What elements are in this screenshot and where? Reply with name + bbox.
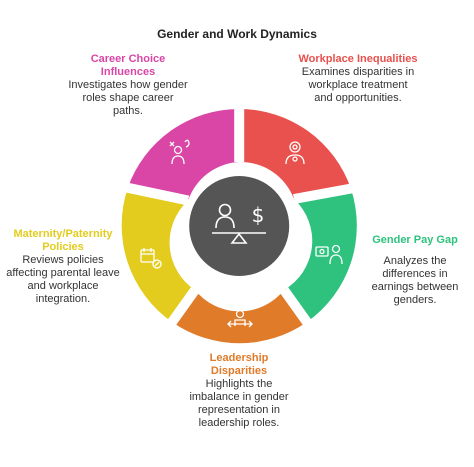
workplace-inequalities-title: Workplace Inequalities [298,53,418,65]
diagram-title: Gender and Work Dynamics [157,27,317,41]
label-gender-pay-gap: Gender Pay Gap Analyzes the differences … [361,234,469,307]
label-maternity-paternity: Maternity/Paternity Policies Reviews pol… [4,228,122,306]
person-arrows-icon [227,309,253,328]
segment-workplace-inequalities [239,108,351,199]
leadership-disparities-description: Highlights the imbalance in gender repre… [189,378,289,429]
segment-career-choice [127,108,240,201]
maternity-paternity-description: Reviews policies affecting parental leav… [6,254,120,305]
gender-pay-gap-description: Analyzes the differences in earnings bet… [371,255,459,306]
gender-pay-gap-title: Gender Pay Gap [372,234,458,246]
segment-leadership-disparities [172,290,307,344]
label-career-choice: Career Choice Influences Investigates ho… [68,53,188,118]
segment-separators [122,105,355,328]
career-choice-title: Career Choice Influences [90,53,166,78]
workplace-inequalities-description: Examines disparities in workplace treatm… [301,66,415,104]
maternity-paternity-title: Maternity/Paternity Policies [13,228,113,253]
label-leadership-disparities: Leadership Disparities Highlights the im… [183,352,295,430]
money-person-icon [315,244,343,265]
center-hub [189,176,290,276]
calendar-policy-icon [140,248,162,269]
person-balance-dollar-icon: $ [212,203,266,244]
person-award-icon [285,141,305,165]
svg-text:$: $ [252,203,265,227]
leadership-disparities-title: Leadership Disparities [209,352,269,377]
career-choice-description: Investigates how gender roles shape care… [68,79,188,117]
choice-icon [169,139,190,165]
label-workplace-inequalities: Workplace Inequalities Examines disparit… [298,53,418,105]
segment-maternity-paternity [121,187,195,322]
